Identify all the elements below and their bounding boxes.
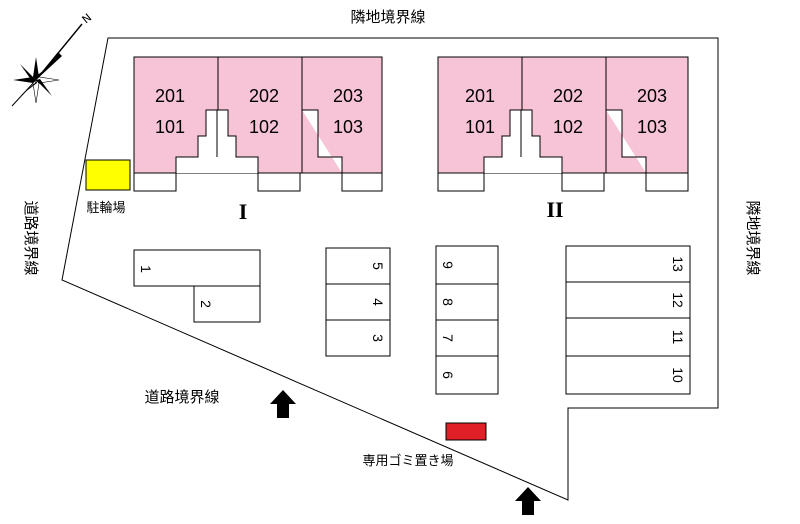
parking-slot-label: 10 [670, 367, 686, 383]
unit-number: 201 [155, 86, 185, 106]
unit-number: 101 [465, 117, 495, 137]
unit-number: 203 [637, 86, 667, 106]
unit-number: 101 [155, 117, 185, 137]
parking-slot-label: 9 [440, 261, 456, 269]
parking-slot [565, 281, 691, 319]
compass: N [11, 11, 94, 107]
parking-slot-label: 7 [440, 334, 456, 342]
parking-slot [435, 245, 499, 285]
right-boundary-label: 隣地境界線 [744, 200, 762, 275]
parking-slot [133, 249, 261, 287]
entrance-arrow-icon [270, 390, 296, 418]
building-2-label: II [546, 197, 563, 222]
building-2: 201 101 202 102 203 103 II [437, 56, 689, 222]
parking-slot-label: 11 [670, 330, 686, 345]
parking-slot-label: 12 [670, 292, 686, 308]
north-arrow-icon [11, 23, 83, 107]
parking-slot-label: 4 [370, 298, 386, 306]
garbage-area-label: 専用ゴミ置き場 [362, 453, 453, 469]
bottom-road-boundary-label: 道路境界線 [144, 388, 219, 406]
parking-slot [435, 355, 499, 395]
parking-slot-label: 3 [370, 334, 386, 342]
unit-number: 202 [553, 86, 583, 106]
top-boundary-label: 隣地境界線 [350, 8, 425, 26]
building-1: 201 101 202 102 203 103 I [133, 56, 383, 224]
unit-number: 103 [637, 117, 667, 137]
parking-group-d: 13 12 11 10 [565, 245, 691, 395]
unit-number: 103 [333, 117, 363, 137]
parking-slot [193, 285, 261, 323]
unit-number: 201 [465, 86, 495, 106]
parking-slot [565, 355, 691, 395]
left-road-boundary-label: 道路境界線 [22, 200, 40, 275]
parking-slot-label: 13 [670, 256, 686, 272]
parking-slot [565, 317, 691, 357]
parking-slot [565, 245, 691, 283]
building-1-label: I [239, 199, 248, 224]
unit-number: 202 [249, 86, 279, 106]
entrance-arrow-icon [515, 487, 541, 515]
property-boundary [61, 37, 719, 501]
bicycle-parking-label: 駐輪場 [86, 200, 125, 216]
parking-slot [325, 247, 391, 285]
unit-number: 203 [333, 86, 363, 106]
bicycle-parking-area [85, 159, 131, 191]
parking-slot-label: 2 [198, 300, 214, 308]
parking-slot-label: 6 [440, 371, 456, 379]
parking-group-c: 9 8 7 6 [435, 245, 499, 395]
parking-slot-label: 8 [440, 298, 456, 306]
parking-slot-label: 1 [138, 265, 154, 273]
parking-slot [325, 319, 391, 357]
parking-slot-label: 5 [370, 262, 386, 270]
parking-slot [435, 283, 499, 321]
parking-group-b: 5 4 3 [325, 247, 391, 357]
parking-slot [435, 319, 499, 357]
unit-number: 102 [553, 117, 583, 137]
parking-slot [325, 283, 391, 321]
parking-group-a: 1 2 [133, 249, 261, 323]
unit-number: 102 [249, 117, 279, 137]
garbage-area [445, 422, 487, 441]
